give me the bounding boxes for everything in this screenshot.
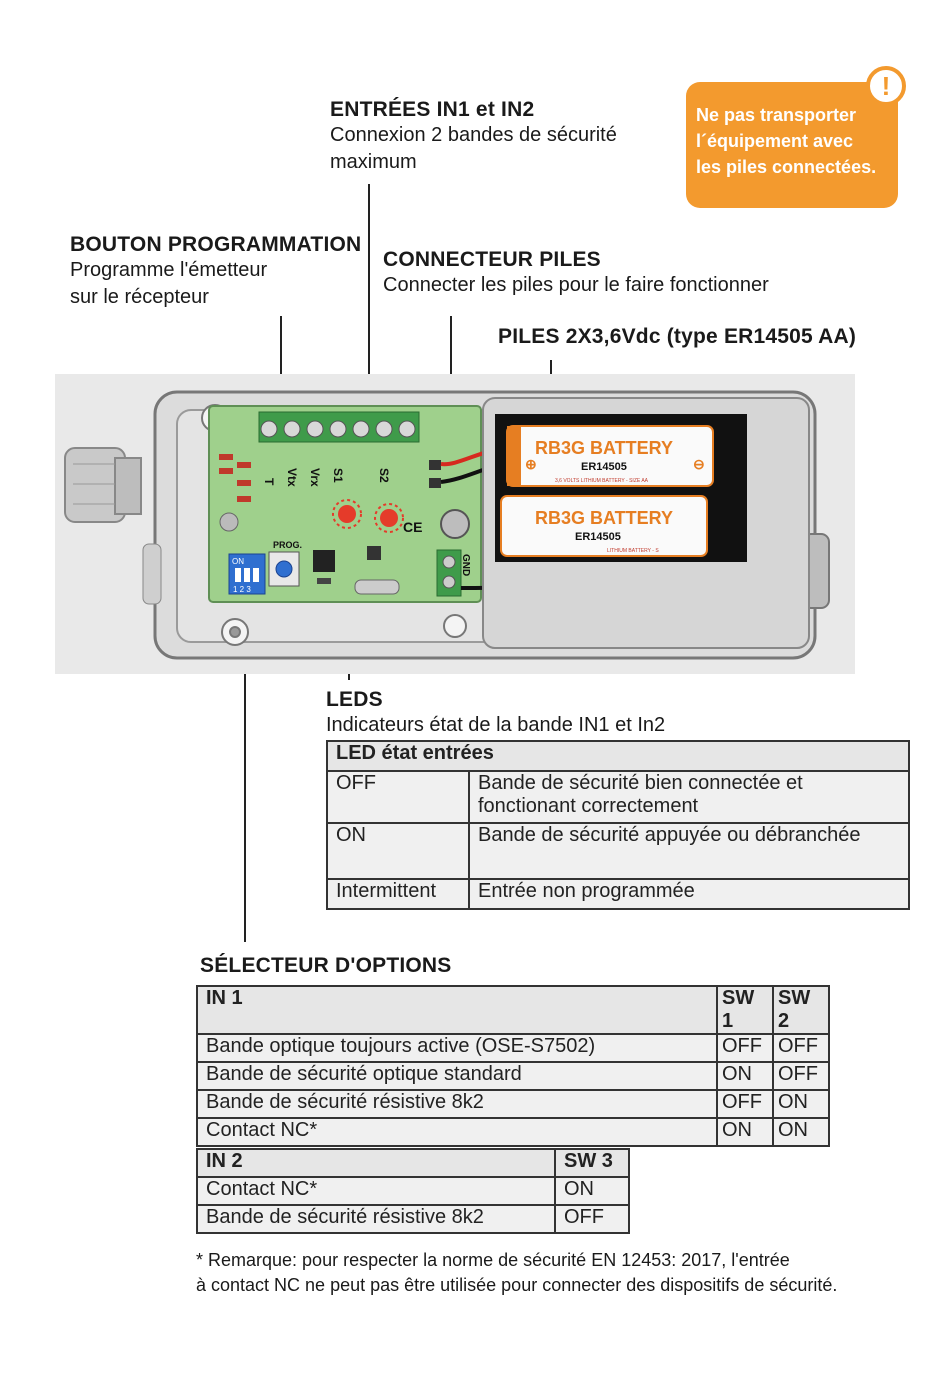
in1-option-name: Bande de sécurité optique standard: [196, 1061, 718, 1091]
terminal-label-vrx: Vrx: [308, 468, 322, 487]
gnd-label: GND: [460, 554, 471, 576]
in1-sw1-value: OFF: [716, 1089, 774, 1119]
battery-1: RB3G BATTERY ER14505 3,6 VOLTS LITHIUM B…: [506, 425, 714, 487]
in1-header-sw1: SW 1: [716, 985, 774, 1035]
led-desc-off-line-1: Bande de sécurité bien connectée et: [478, 772, 803, 794]
in2-option-name: Contact NC*: [196, 1176, 556, 1206]
led-state-off: OFF: [326, 770, 470, 824]
table-row: Intermittent Entrée non programmée: [326, 878, 910, 910]
prog-button-title: BOUTON PROGRAMMATION: [70, 233, 362, 256]
in1-sw1-value: OFF: [716, 1033, 774, 1063]
prog-button-desc-2: sur le récepteur: [70, 286, 209, 308]
inputs-desc-2: maximum: [330, 151, 417, 173]
footnote-line-2: à contact NC ne peut pas être utilisée p…: [196, 1275, 838, 1295]
svg-text:⊖: ⊖: [693, 456, 705, 472]
terminal-label-s2: S2: [377, 468, 391, 483]
in1-option-name: Bande optique toujours active (OSE-S7502…: [196, 1033, 718, 1063]
in1-header-sw2: SW 2: [772, 985, 830, 1035]
table-row: Bande de sécurité optique standard ON OF…: [196, 1061, 830, 1091]
led-desc-intermittent: Entrée non programmée: [468, 878, 910, 910]
table-row: ON Bande de sécurité appuyée ou débranch…: [326, 822, 910, 880]
in2-header-sw3: SW 3: [554, 1148, 630, 1178]
prog-button-desc-1: Programme l'émetteur: [70, 259, 268, 281]
battery-connector-label: CONNECTEUR PILES Connecter les piles pou…: [383, 248, 769, 299]
prog-button: PROG.: [268, 540, 302, 587]
in1-sw1-value: ON: [716, 1061, 774, 1091]
in1-option-name: Contact NC*: [196, 1117, 718, 1147]
table-row: OFF Bande de sécurité bien connectée et …: [326, 770, 910, 824]
led-state-table: LED état entrées OFF Bande de sécurité b…: [326, 740, 910, 910]
led-indicators: [332, 499, 404, 533]
warning-box: Ne pas transporter l´équipement avec les…: [686, 82, 898, 208]
table-row: Bande de sécurité résistive 8k2 OFF ON: [196, 1089, 830, 1119]
battery-1-sub: 3,6 VOLTS LITHIUM BATTERY - SIZE AA: [555, 478, 649, 484]
leds-desc: Indicateurs état de la bande IN1 et In2: [326, 714, 666, 736]
in2-option-name: Bande de sécurité résistive 8k2: [196, 1204, 556, 1234]
led-desc-off: Bande de sécurité bien connectée et fonc…: [468, 770, 910, 824]
dip-on-label: ON: [232, 557, 244, 566]
footnote: * Remarque: pour respecter la norme de s…: [196, 1248, 837, 1298]
footnote-line-1: * Remarque: pour respecter la norme de s…: [196, 1250, 790, 1270]
dip-numbers: 1 2 3: [233, 585, 251, 594]
in1-sw2-value: ON: [772, 1089, 830, 1119]
in2-sw3-value: OFF: [554, 1204, 630, 1234]
battery-2: RB3G BATTERY ER14505 LITHIUM BATTERY - S: [500, 495, 708, 557]
inputs-title: ENTRÉES IN1 et IN2: [330, 98, 535, 121]
svg-text:CE: CE: [403, 519, 422, 535]
in1-option-name: Bande de sécurité résistive 8k2: [196, 1089, 718, 1119]
battery-1-model: ER14505: [581, 461, 627, 473]
prog-label: PROG.: [273, 540, 302, 550]
in1-sw2-value: OFF: [772, 1033, 830, 1063]
selector-callout-line: [244, 660, 246, 942]
batteries-title: PILES 2X3,6Vdc (type ER14505 AA): [498, 325, 857, 348]
warning-line-3: les piles connectées.: [696, 157, 877, 177]
led-state-on: ON: [326, 822, 470, 880]
leds-label: LEDS Indicateurs état de la bande IN1 et…: [326, 688, 665, 739]
table-row: Bande de sécurité résistive 8k2 OFF: [196, 1204, 630, 1234]
inputs-label: ENTRÉES IN1 et IN2 Connexion 2 bandes de…: [330, 98, 617, 176]
prog-button-label: BOUTON PROGRAMMATION Programme l'émetteu…: [70, 233, 361, 311]
led-desc-off-line-2: fonctionant correctement: [478, 795, 699, 817]
table-row: Contact NC* ON: [196, 1176, 630, 1206]
led-state-intermittent: Intermittent: [326, 878, 470, 910]
in1-sw2-value: OFF: [772, 1061, 830, 1091]
inputs-callout-line: [368, 184, 370, 380]
dip-switch: ON 1 2 3: [228, 553, 266, 595]
warning-line-2: l´équipement avec: [696, 131, 854, 151]
in2-options-table: IN 2 SW 3 Contact NC* ON Bande de sécuri…: [196, 1148, 630, 1234]
battery-1-brand: RB3G BATTERY: [535, 438, 673, 458]
in1-sw1-value: ON: [716, 1117, 774, 1147]
svg-text:⊕: ⊕: [525, 456, 537, 472]
in1-sw2-value: ON: [772, 1117, 830, 1147]
led-table-header: LED état entrées: [326, 740, 910, 772]
device-illustration: T Vtx Vrx S1 S2 ON 1 2 3 PROG. CE GND: [55, 374, 855, 674]
table-row: Contact NC* ON ON: [196, 1117, 830, 1147]
battery-connector-desc: Connecter les piles pour le faire foncti…: [383, 274, 769, 296]
terminal-label-s1: S1: [331, 468, 345, 483]
battery-2-model: ER14505: [575, 531, 621, 543]
terminal-block: [258, 411, 420, 443]
table-row: Bande optique toujours active (OSE-S7502…: [196, 1033, 830, 1063]
in2-header-label: IN 2: [196, 1148, 556, 1178]
selector-title: SÉLECTEUR D'OPTIONS: [200, 954, 452, 977]
terminal-label-t: T: [262, 478, 276, 486]
led-desc-on: Bande de sécurité appuyée ou débranchée: [468, 822, 910, 880]
battery-2-brand: RB3G BATTERY: [535, 508, 673, 528]
battery-2-sub: LITHIUM BATTERY - S: [607, 548, 659, 554]
cable-gland: [64, 447, 142, 523]
inputs-desc-1: Connexion 2 bandes de sécurité: [330, 124, 617, 146]
exclamation-icon: !: [866, 66, 906, 106]
warning-line-1: Ne pas transporter: [696, 105, 857, 125]
leds-title: LEDS: [326, 688, 383, 711]
in1-header-label: IN 1: [196, 985, 718, 1035]
in1-options-table: IN 1 SW 1 SW 2 Bande optique toujours ac…: [196, 985, 830, 1147]
battery-connector-title: CONNECTEUR PILES: [383, 248, 601, 271]
terminal-label-vtx: Vtx: [285, 468, 299, 487]
in2-sw3-value: ON: [554, 1176, 630, 1206]
